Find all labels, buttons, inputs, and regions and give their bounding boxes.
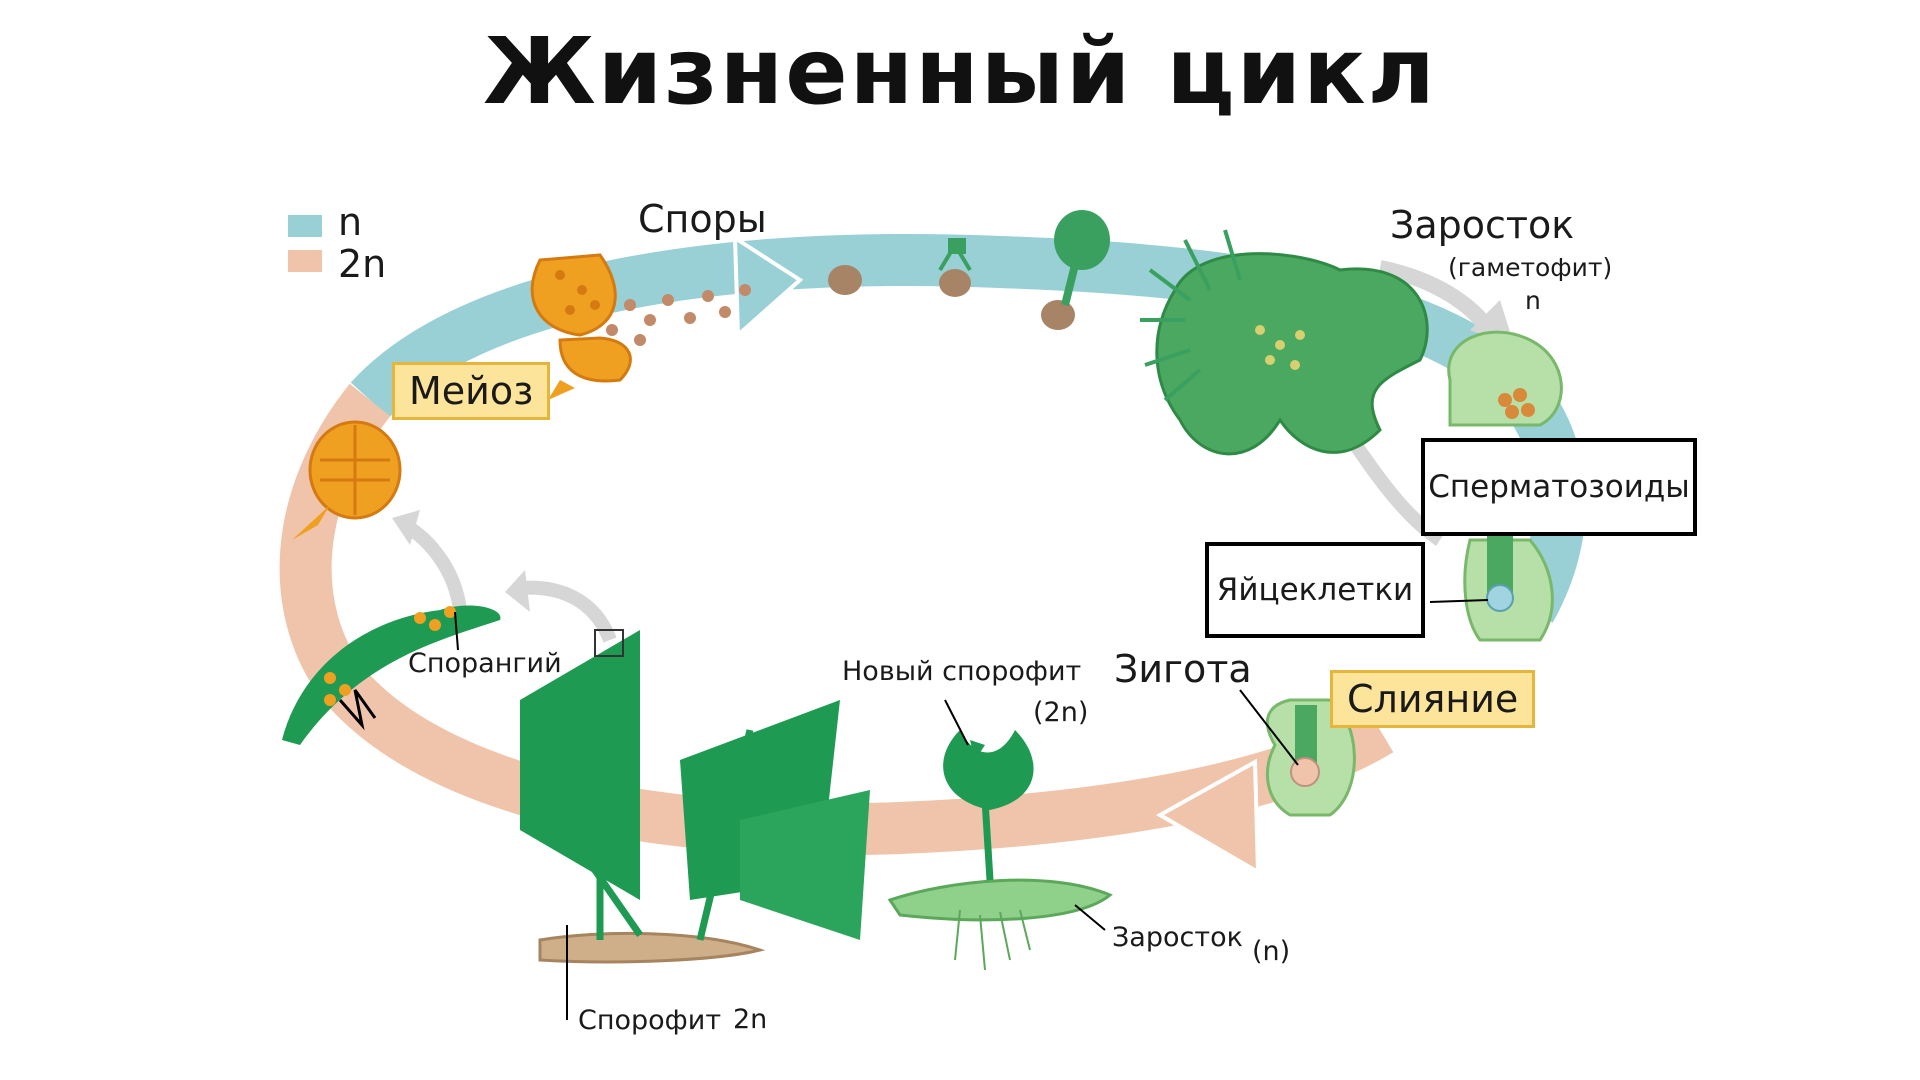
grey-arrowhead-sporangium	[392, 510, 420, 545]
label-prothallus-bottom-ploidy: (n)	[1252, 936, 1291, 967]
grey-arrow-sorus	[519, 580, 617, 643]
label-gametophyte-ploidy: n	[1525, 286, 1541, 315]
legend-label-2n: 2n	[338, 242, 387, 286]
zygote-illustration	[1239, 689, 1356, 817]
label-sporophyte-ploidy: 2n	[733, 1004, 768, 1035]
label-gametophyte: (гаметофит)	[1448, 253, 1613, 282]
archegonium	[1429, 535, 1554, 642]
eggs-label-box: Яйцеклетки	[1205, 542, 1425, 638]
page-title: Жизненный цикл	[483, 18, 1437, 125]
legend-label-n: n	[338, 200, 363, 244]
haploid-arrowhead	[732, 234, 804, 340]
legend-swatch-2n	[288, 250, 322, 272]
germinating-spores	[828, 210, 1110, 330]
grey-arrowhead-sorus	[505, 570, 530, 612]
leaf-with-sori	[282, 605, 501, 745]
sporangium-open	[530, 253, 632, 400]
label-spores: Споры	[638, 197, 767, 241]
legend-swatch-n	[288, 215, 322, 237]
grey-arrow-sporangium	[401, 518, 467, 612]
label-fusion: Слияние	[1330, 670, 1536, 728]
spore-particles	[606, 284, 751, 346]
label-sporophyte: Спорофит	[578, 1005, 722, 1036]
sporangium-closed	[292, 420, 402, 540]
label-zygote: Зигота	[1114, 647, 1252, 691]
label-meiosis: Мейоз	[392, 362, 551, 420]
diploid-arrowhead	[1155, 758, 1261, 876]
label-eggs: Яйцеклетки	[1216, 572, 1414, 608]
sperm-label-box: Сперматозоиды	[1421, 438, 1697, 536]
label-sporangium: Спорангий	[408, 648, 562, 679]
prothallus-top	[1140, 229, 1429, 456]
antheridium	[1447, 330, 1563, 427]
new-sporophyte-plant	[887, 699, 1113, 971]
sporophyte-fern	[520, 629, 870, 1020]
label-sperm: Сперматозоиды	[1428, 469, 1690, 505]
label-new-sporophyte-ploidy: (2n)	[1033, 697, 1089, 728]
label-new-sporophyte: Новый спорофит	[842, 656, 1082, 687]
label-prothallus: Заросток	[1390, 203, 1575, 247]
label-prothallus-bottom: Заросток	[1112, 922, 1243, 953]
